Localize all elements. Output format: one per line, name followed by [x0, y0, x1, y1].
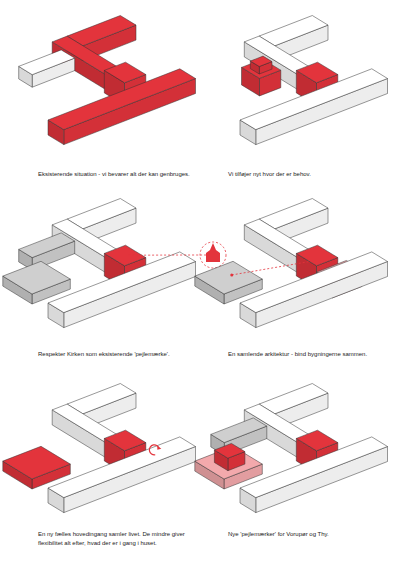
- panel-drawing: [3, 384, 196, 513]
- panel-caption: En samlende arkitektur - bind bygningern…: [228, 350, 396, 359]
- panel-caption: Nye 'pejlemærker' for Vorupør og Thy.: [228, 530, 396, 539]
- building-roof: [104, 62, 146, 83]
- building-roof: [48, 252, 196, 313]
- building-roof: [195, 261, 262, 294]
- building-roof: [250, 56, 272, 66]
- panel-drawing: [3, 199, 226, 328]
- building-roof: [240, 252, 388, 313]
- building-roof: [259, 199, 328, 229]
- panel-drawing: [240, 16, 388, 145]
- building-roof: [48, 69, 196, 130]
- building-roof: [19, 233, 75, 258]
- building-roof: [259, 384, 328, 414]
- dot: [230, 273, 233, 276]
- building-roof: [67, 384, 136, 414]
- panel-drawing: [195, 384, 388, 513]
- building-roof: [104, 430, 146, 451]
- arrowhead: [157, 446, 161, 450]
- building-roof: [259, 16, 328, 46]
- panel-caption: En ny fælles hovedingang samler livet. D…: [38, 530, 188, 548]
- building-roof: [104, 245, 146, 266]
- building-roof: [296, 245, 338, 266]
- building-roof: [19, 50, 75, 75]
- building-roof: [296, 62, 338, 83]
- panel-caption: Eksisterende situation - vi bevarer alt …: [38, 170, 206, 179]
- building-roof: [240, 69, 388, 130]
- panel-caption: Respekter Kirken som eksisterende 'pejle…: [38, 350, 206, 359]
- panel-caption: Vi tilføjer nyt hvor der er behov.: [228, 170, 396, 179]
- building-roof: [3, 261, 71, 294]
- church-icon: [206, 243, 220, 262]
- church-icon-ring: [200, 242, 226, 268]
- panel-drawing: [195, 199, 388, 328]
- building-roof: [67, 199, 136, 229]
- connection-line: [232, 261, 312, 275]
- building-roof: [214, 443, 245, 458]
- building-roof: [67, 16, 136, 46]
- building-roof: [48, 437, 196, 498]
- building-roof: [3, 446, 71, 479]
- building-roof: [240, 437, 388, 498]
- panel-drawing: [19, 16, 196, 145]
- building-roof: [211, 418, 267, 443]
- building-roof: [296, 430, 338, 451]
